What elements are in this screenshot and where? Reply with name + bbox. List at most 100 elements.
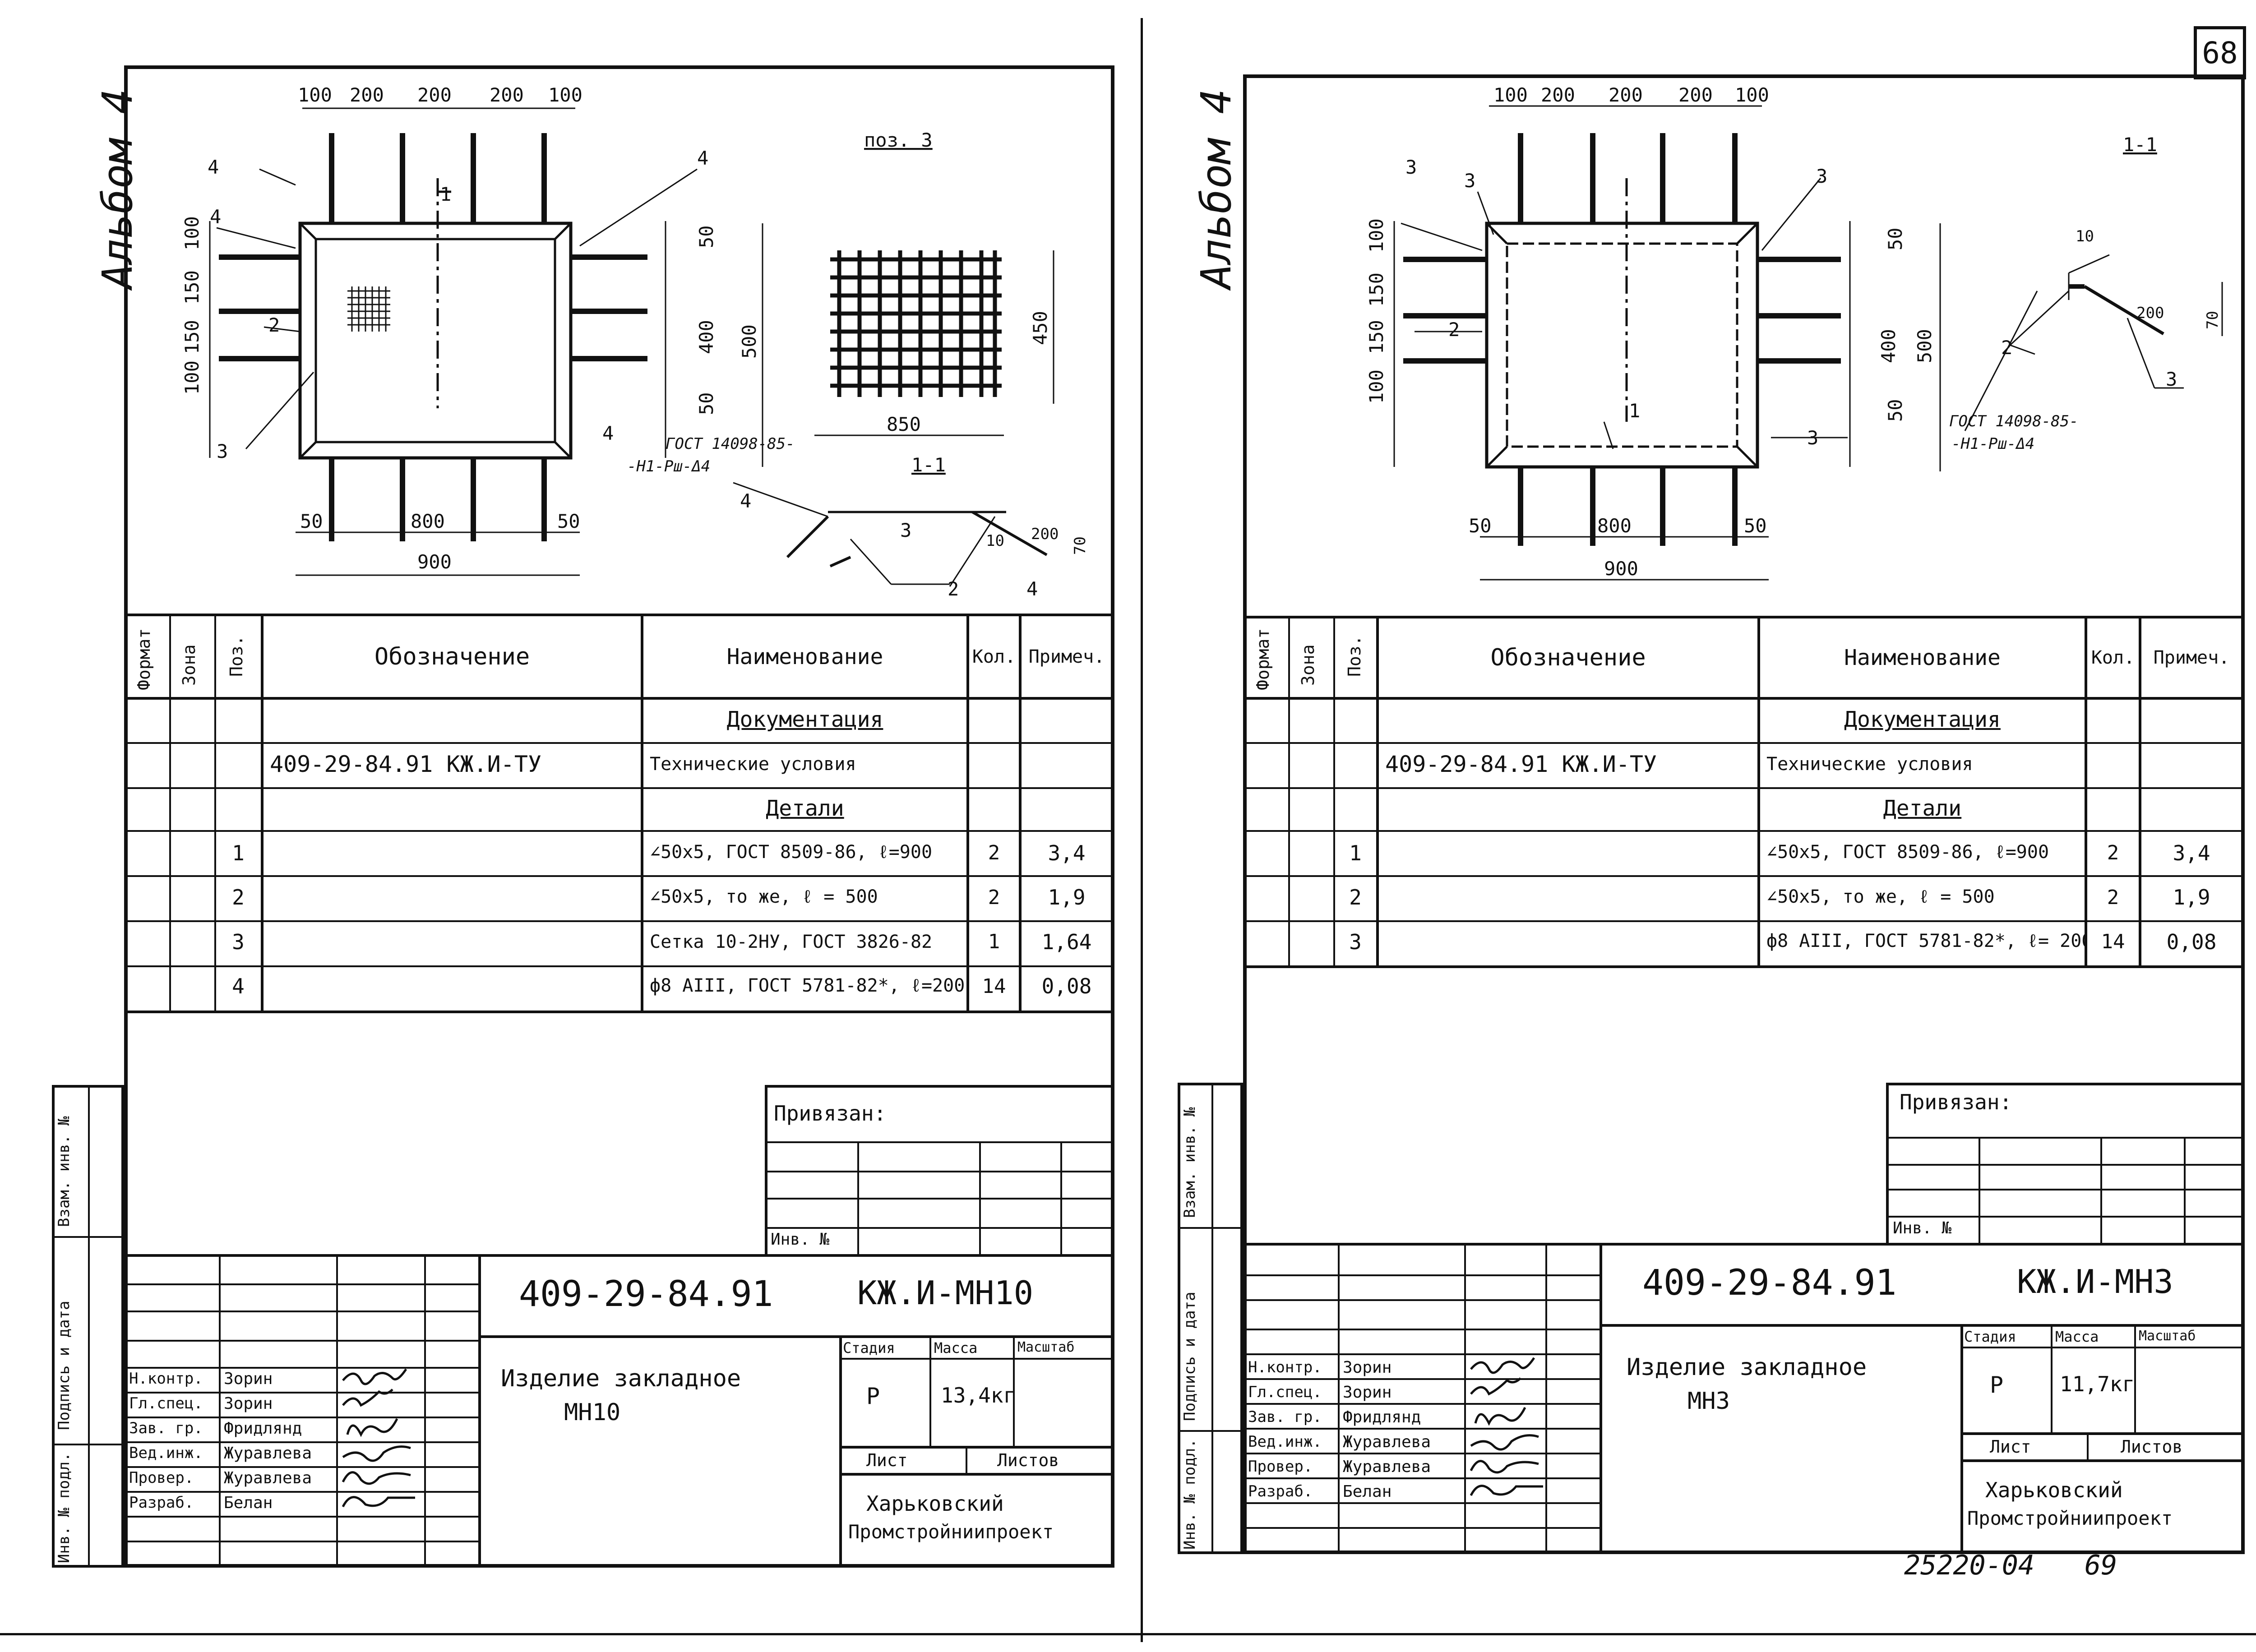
spec-row-name: ф8 АIII, ГОСТ 5781-82*, ℓ=200 — [650, 975, 965, 996]
title-role: Вед.инж. — [1248, 1433, 1322, 1451]
org-line-2: Промстройниипроект — [1967, 1507, 2173, 1529]
dim-right-50a: 50 — [1884, 227, 1906, 250]
spec-row-designation — [264, 965, 641, 1008]
callout-2: 2 — [1448, 318, 1460, 341]
spec-header-note: Примеч. — [1028, 646, 1105, 667]
dim-top-4: 200 — [1678, 84, 1713, 106]
side-stamp-right — [1178, 1083, 1243, 1554]
spec-header-zone: Зона — [179, 644, 199, 686]
title-person: Фридлянд — [1343, 1407, 1421, 1426]
title-person: Журавлева — [224, 1444, 312, 1463]
dim-bottom-3: 50 — [557, 510, 580, 532]
section-dim-10: 10 — [2076, 227, 2094, 245]
plate-outline — [298, 221, 573, 460]
title-role: Гл.спец. — [1248, 1383, 1322, 1401]
spec-row-note — [1022, 743, 1112, 786]
section-mark-1: 1 — [440, 183, 451, 205]
spec-row-designation — [1379, 832, 1757, 875]
dim-top-3: 200 — [417, 84, 452, 106]
dim-bottom-2: 800 — [411, 510, 445, 532]
title-person: Фридлянд — [224, 1419, 302, 1438]
stage-label: Стадия — [1964, 1328, 2016, 1345]
dim-top-3: 200 — [1609, 84, 1643, 106]
privyazan-label: Привязан: — [774, 1101, 887, 1126]
title-role: Разраб. — [1248, 1482, 1313, 1500]
sheets-label: Листов — [2121, 1437, 2183, 1457]
spec-header-pos: Поз. — [1345, 635, 1364, 677]
spec-row-designation — [1379, 921, 1757, 964]
mass-label: Масса — [934, 1339, 978, 1357]
spec-row-designation — [264, 787, 641, 830]
spec-row-pos — [216, 698, 261, 741]
spec-row-pos — [216, 787, 261, 830]
title-person: Зорин — [1343, 1383, 1392, 1402]
dim-top-1: 100 — [298, 84, 332, 106]
bottom-page-number: 69 — [2085, 1550, 2117, 1581]
section-mark-1b: 1 — [1629, 400, 1640, 422]
spec-row-note — [2141, 698, 2242, 741]
title-person: Журавлева — [224, 1468, 312, 1487]
dim-500: 500 — [738, 324, 760, 359]
spec-row-name: ∠50х5, ГОСТ 8509-86, ℓ=900 — [1766, 842, 2049, 863]
dim-bottom-3: 50 — [1744, 515, 1767, 537]
spec-row-qty: 2 — [2107, 886, 2119, 909]
spec-row-pos — [216, 743, 261, 786]
spec-row-pos: 1 — [232, 840, 245, 865]
section-callout-3: 3 — [2166, 368, 2177, 390]
spec-header-name: Наименование — [1844, 645, 2001, 670]
spec-header-qty: Кол. — [972, 646, 1016, 667]
item-title: Изделие закладное — [501, 1365, 741, 1392]
title-role: Н.контр. — [1248, 1358, 1322, 1376]
spec-row-name: ∠50х5, то же, ℓ = 500 — [650, 886, 878, 907]
spec-row-qty: 2 — [2107, 841, 2119, 865]
spec-row-name: Сетка 10-2НУ, ГОСТ 3826-82 — [650, 931, 933, 952]
spec-header-designation: Обозначение — [1490, 644, 1646, 671]
section-callout-3: 3 — [900, 519, 911, 541]
spec-row-qty — [969, 787, 1019, 830]
side-inv-podl: Инв. № подл. — [55, 1452, 73, 1563]
spec-row-designation — [264, 876, 641, 919]
spec-row-name: Детали — [1883, 796, 1962, 821]
section-callout-4a: 4 — [740, 490, 751, 512]
spec-header-designation: Обозначение — [374, 643, 530, 670]
spec-row-designation: 409-29-84.91 КЖ.И-ТУ — [270, 751, 542, 777]
dim-top-5: 100 — [1735, 84, 1769, 106]
spec-row-pos — [1335, 787, 1376, 830]
callout-3d: 3 — [1807, 427, 1818, 449]
page-number-box: 68 — [2194, 26, 2246, 79]
spec-row-qty — [2087, 698, 2139, 741]
title-role: Гл.спец. — [129, 1394, 203, 1412]
spec-row-qty — [969, 743, 1019, 786]
spec-row-name: ∠50х5, то же, ℓ = 500 — [1766, 886, 1995, 907]
spec-row-pos: 2 — [232, 885, 245, 910]
inv-no-label: Инв. № — [1893, 1219, 1952, 1237]
dim-right-50b: 50 — [695, 392, 717, 415]
spec-header-note: Примеч. — [2153, 647, 2230, 668]
sheet-label: Лист — [1990, 1437, 2031, 1457]
callout-4d: 4 — [602, 422, 614, 444]
spec-row-note — [1022, 787, 1112, 830]
spec-row-name: Документация — [1844, 707, 2001, 733]
dim-left-4: 100 — [181, 360, 203, 395]
dim-top-4: 200 — [490, 84, 524, 106]
spec-row-qty — [2087, 787, 2139, 830]
spec-row-pos — [1335, 698, 1376, 741]
page-bottom-rule — [0, 1633, 2256, 1635]
spec-header-name: Наименование — [726, 644, 883, 669]
inv-no-label: Инв. № — [771, 1230, 830, 1249]
callout-4c: 4 — [697, 147, 708, 169]
org-line-1: Харьковский — [866, 1491, 1004, 1516]
callout-4a: 4 — [208, 156, 219, 178]
section-callout-2: 2 — [2001, 337, 2012, 359]
section-title: 1-1 — [911, 454, 946, 476]
spec-row-qty: 1 — [988, 930, 1000, 954]
dim-400: 400 — [695, 320, 717, 354]
spec-header-format: Формат — [1253, 628, 1273, 690]
mass-value: 11,7кг — [2060, 1372, 2135, 1396]
title-person: Зорин — [224, 1394, 273, 1413]
section-callout-4b: 4 — [1026, 578, 1038, 600]
title-role: Разраб. — [129, 1494, 194, 1512]
dim-left-1: 100 — [181, 216, 203, 250]
spec-row-qty: 14 — [982, 974, 1006, 998]
dim-left-1: 100 — [1365, 218, 1387, 253]
